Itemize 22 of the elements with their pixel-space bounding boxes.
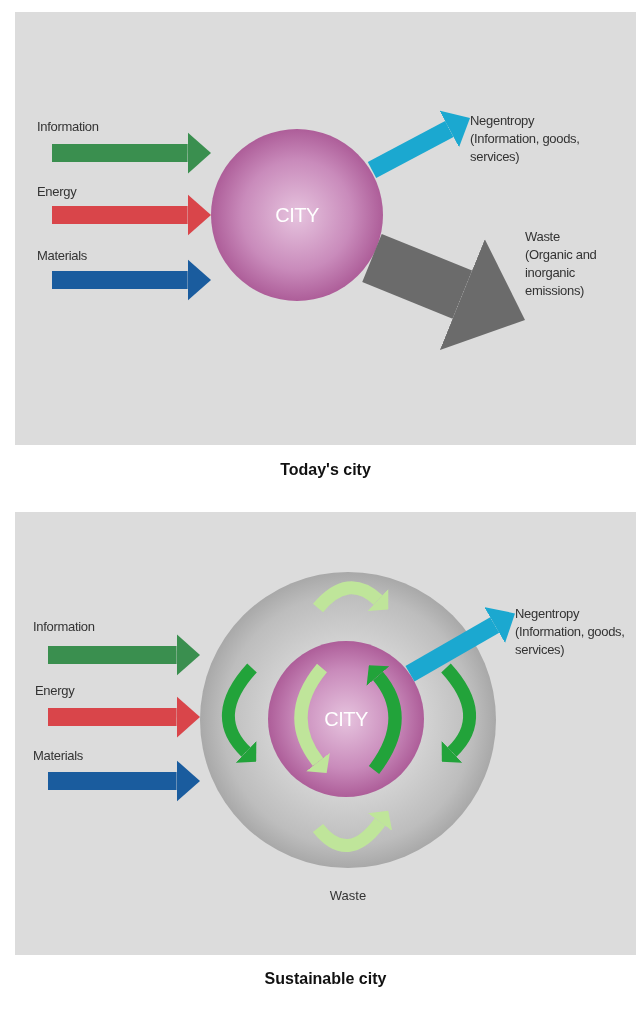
edge-label: Energy — [35, 683, 75, 699]
block-arrow — [48, 760, 200, 802]
flow-description: (Information, goods, services) — [470, 130, 581, 166]
panel-caption: Today's city — [279, 460, 372, 479]
city-label: CITY — [324, 707, 368, 731]
block-arrow — [48, 634, 200, 676]
block-arrow — [52, 132, 211, 174]
block-arrow — [52, 194, 211, 236]
flow-label: Negentropy — [470, 112, 536, 130]
flow-label: Negentropy — [515, 605, 581, 623]
flow-description: (Organic and inorganic emissions) — [525, 246, 598, 300]
block-arrow — [48, 696, 200, 738]
edge-label: Energy — [37, 184, 77, 200]
panel-caption: Sustainable city — [263, 969, 388, 988]
flow-label: Waste — [525, 228, 561, 246]
beside-label: Waste — [328, 888, 368, 903]
block-arrow — [367, 110, 470, 178]
block-arrow — [405, 607, 515, 682]
flow-description: (Information, goods, services) — [515, 623, 626, 659]
city-label: CITY — [275, 203, 319, 227]
block-arrow — [362, 233, 525, 350]
block-arrow — [52, 259, 211, 301]
